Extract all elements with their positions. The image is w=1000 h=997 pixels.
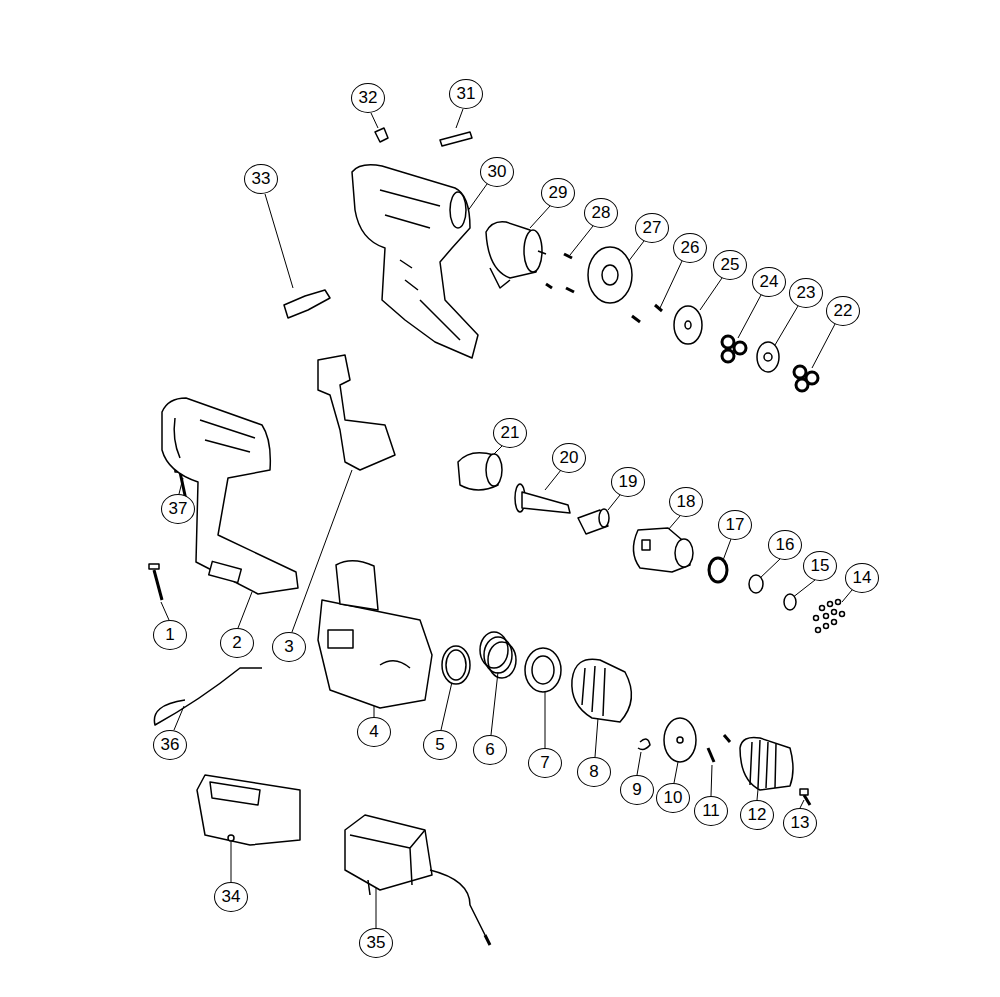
leader-lines [161, 109, 852, 928]
callout-number: 5 [423, 730, 457, 760]
sleeve [578, 509, 609, 534]
callout-number: 13 [783, 808, 817, 838]
callout-number: 37 [161, 494, 195, 524]
callout-number: 3 [272, 632, 306, 662]
clip [638, 739, 650, 749]
chuck [740, 737, 793, 790]
housing-half [162, 398, 298, 594]
callout-number: 32 [351, 83, 385, 113]
callout-number: 23 [789, 278, 823, 308]
callout-number: 4 [357, 717, 391, 747]
motor [486, 222, 546, 288]
screw [655, 305, 662, 311]
planet-gears [722, 336, 818, 391]
clutch-ring [525, 648, 561, 692]
callout-number: 20 [552, 443, 586, 473]
housing-detail [174, 418, 255, 458]
callout-number: 29 [541, 178, 575, 208]
motor-plate [602, 265, 618, 285]
collar-ribs [582, 666, 605, 716]
screw [564, 254, 572, 258]
callout-number: 6 [473, 735, 507, 765]
steel-balls [814, 600, 845, 633]
callout-number: 2 [220, 628, 254, 658]
callout-number: 25 [713, 250, 747, 280]
spindle [515, 484, 570, 513]
o-ring [446, 650, 466, 680]
callout-number: 36 [153, 730, 187, 760]
bearing [709, 558, 727, 582]
callout-number: 33 [244, 164, 278, 194]
callout-number: 14 [845, 563, 879, 593]
screw [632, 316, 640, 322]
charger-base [197, 775, 300, 845]
callout-number: 28 [584, 198, 618, 228]
screw [149, 564, 162, 600]
callout-number: 18 [669, 487, 703, 517]
callout-number: 10 [656, 783, 690, 813]
gear-housing [633, 528, 693, 572]
callout-number: 31 [449, 79, 483, 109]
housing-detail [209, 561, 242, 582]
block [375, 128, 388, 142]
callout-number: 17 [718, 510, 752, 540]
plate [677, 737, 683, 743]
callout-number: 30 [480, 157, 514, 187]
callout-number: 24 [752, 267, 786, 297]
plate [664, 718, 696, 762]
screw [800, 789, 808, 795]
o-ring [442, 646, 470, 684]
washer [784, 594, 796, 610]
screw [546, 284, 552, 288]
motor-plate [588, 247, 632, 303]
lever [284, 290, 330, 318]
washer [749, 575, 763, 593]
callout-number: 9 [620, 775, 654, 805]
washer [674, 306, 702, 344]
callout-number: 27 [635, 213, 669, 243]
housing-detail [380, 190, 460, 340]
battery [318, 561, 432, 708]
callout-number: 8 [577, 757, 611, 787]
callout-number: 35 [359, 928, 393, 958]
callout-number: 12 [740, 800, 774, 830]
ring-gear [458, 453, 502, 490]
callout-number: 22 [826, 296, 860, 326]
callout-number: 21 [493, 418, 527, 448]
lanyard [154, 668, 262, 725]
clutch-ring [532, 656, 554, 684]
charger-adapter [345, 815, 490, 945]
washer [685, 321, 691, 329]
housing-detail [450, 192, 466, 228]
spring [480, 632, 516, 678]
carrier [757, 342, 779, 372]
callout-number: 26 [673, 233, 707, 263]
callout-number: 16 [768, 530, 802, 560]
switch [318, 355, 395, 470]
carrier [764, 353, 772, 361]
callout-number: 19 [611, 467, 645, 497]
callout-number: 34 [214, 882, 248, 912]
housing-half [352, 165, 478, 358]
screw [724, 735, 730, 742]
screw [566, 288, 574, 292]
screw [708, 748, 714, 762]
callout-number: 15 [803, 551, 837, 581]
callout-number: 7 [528, 748, 562, 778]
callout-number: 1 [153, 620, 187, 650]
torque-collar [572, 659, 632, 722]
pin [440, 132, 472, 146]
screw [804, 795, 810, 805]
callout-number: 11 [694, 796, 728, 826]
